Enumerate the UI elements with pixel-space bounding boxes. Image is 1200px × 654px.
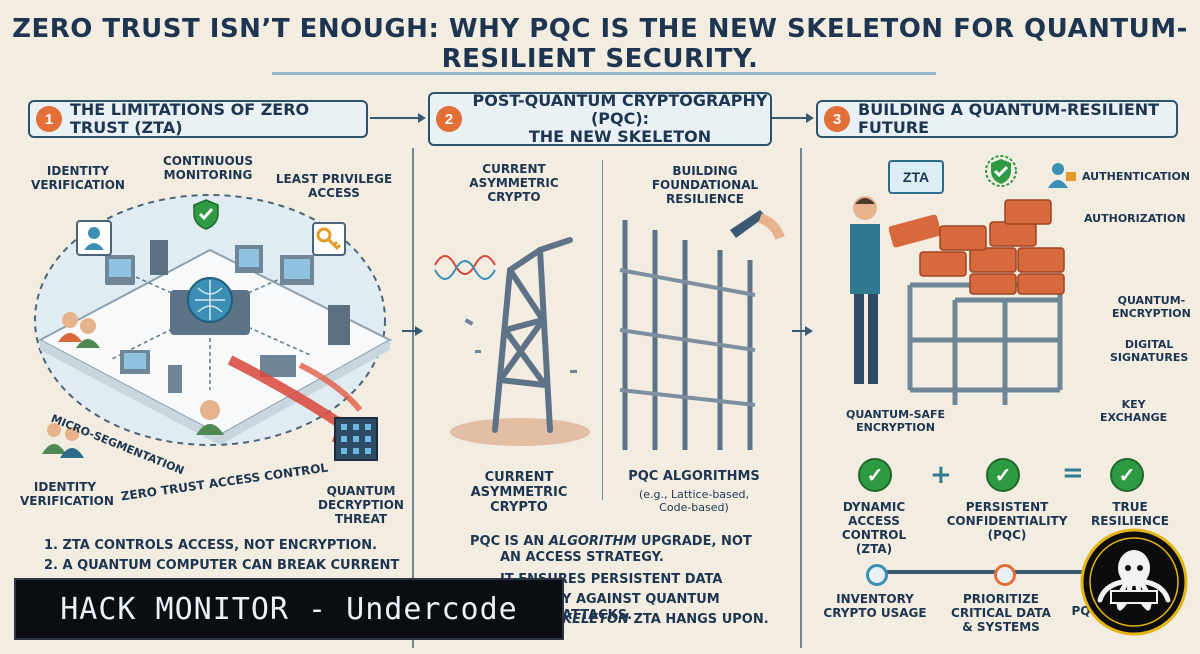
shield-check-icon-top <box>984 154 1018 188</box>
label-authentication: AUTHENTICATION <box>1082 170 1191 183</box>
arrow-mid-1 <box>402 324 424 338</box>
divider-left <box>412 148 414 648</box>
octopus-logo <box>1080 528 1188 636</box>
step-third-partial: PQ <box>1071 604 1091 618</box>
section-1-title: THE LIMITATIONS OF ZERO TRUST (ZTA) <box>70 100 310 137</box>
label-authorization: AUTHORIZATION <box>1084 212 1186 225</box>
section-3-number: 3 <box>824 106 850 132</box>
pqc-note-line5: KELETON ZTA HANGS UPON. <box>562 612 769 627</box>
hack-monitor-banner: HACK MONITOR - Undercode <box>14 578 564 640</box>
brick-scaffold-illustration <box>830 190 1110 420</box>
label-pqc-algorithms: PQC ALGORITHMS <box>628 469 760 484</box>
users-icon <box>40 420 90 460</box>
pqc-note-line2: AN ACCESS STRATEGY. <box>500 550 664 565</box>
roadmap-dot-2 <box>994 564 1016 586</box>
pqc-note-line1: PQC IS AN ALGORITHM UPGRADE, NOT <box>470 534 752 549</box>
section-2-title-line2: THE NEW SKELETON <box>528 127 712 146</box>
label-pqc-algorithms-examples: (e.g., Lattice-based,Code-based) <box>638 488 750 514</box>
section-3-header: 3 BUILDING A QUANTUM-RESILIENT FUTURE <box>816 100 1178 138</box>
check-icon-persistent: ✓ <box>986 458 1020 492</box>
section-2-title-line1: POST-QUANTUM CRYPTOGRAPHY (PQC): <box>472 91 768 128</box>
zta-label-box: ZTA <box>888 160 944 194</box>
divider-middle <box>602 160 603 500</box>
zta-network-illustration <box>10 190 410 480</box>
check-icon-resilience: ✓ <box>1110 458 1144 492</box>
section-2-number: 2 <box>436 106 462 132</box>
roadmap-dot-1 <box>866 564 888 586</box>
arrow-mid-2 <box>792 324 814 338</box>
section-1-header: 1 THE LIMITATIONS OF ZERO TRUST (ZTA) <box>28 100 368 138</box>
banner-text: HACK MONITOR - Undercode <box>60 591 518 627</box>
broken-tower-illustration <box>430 210 600 450</box>
zta-note-1: 1. ZTA CONTROLS ACCESS, NOT ENCRYPTION. <box>44 538 378 553</box>
section-2-header: 2 POST-QUANTUM CRYPTOGRAPHY (PQC): THE N… <box>428 92 772 146</box>
pqc-skeleton-illustration <box>610 210 785 460</box>
user-icon <box>76 220 112 256</box>
key-icon <box>312 222 346 256</box>
divider-right <box>800 148 802 648</box>
section-1-number: 1 <box>36 106 62 132</box>
equals-sign: = <box>1062 458 1084 488</box>
shield-check-icon <box>192 198 220 230</box>
pqc-note-line4: Y AGAINST QUANTUM ATTACKS. <box>562 592 720 623</box>
page-title: ZERO TRUST ISN’T ENOUGH: WHY PQC IS THE … <box>12 14 1188 74</box>
arrow-1-2 <box>368 111 428 123</box>
arrow-2-3 <box>770 111 816 123</box>
zta-note-2: 2. A QUANTUM COMPUTER CAN BREAK CURRENT <box>44 558 400 573</box>
section-3-title: BUILDING A QUANTUM-RESILIENT FUTURE <box>858 100 1160 137</box>
check-icon-dynamic: ✓ <box>858 458 892 492</box>
label-quantum-encryption: QUANTUM-ENCRYPTION <box>1112 294 1191 320</box>
auth-user-icon <box>1046 160 1078 190</box>
plus-sign: + <box>930 460 952 490</box>
title-rule <box>272 72 936 75</box>
